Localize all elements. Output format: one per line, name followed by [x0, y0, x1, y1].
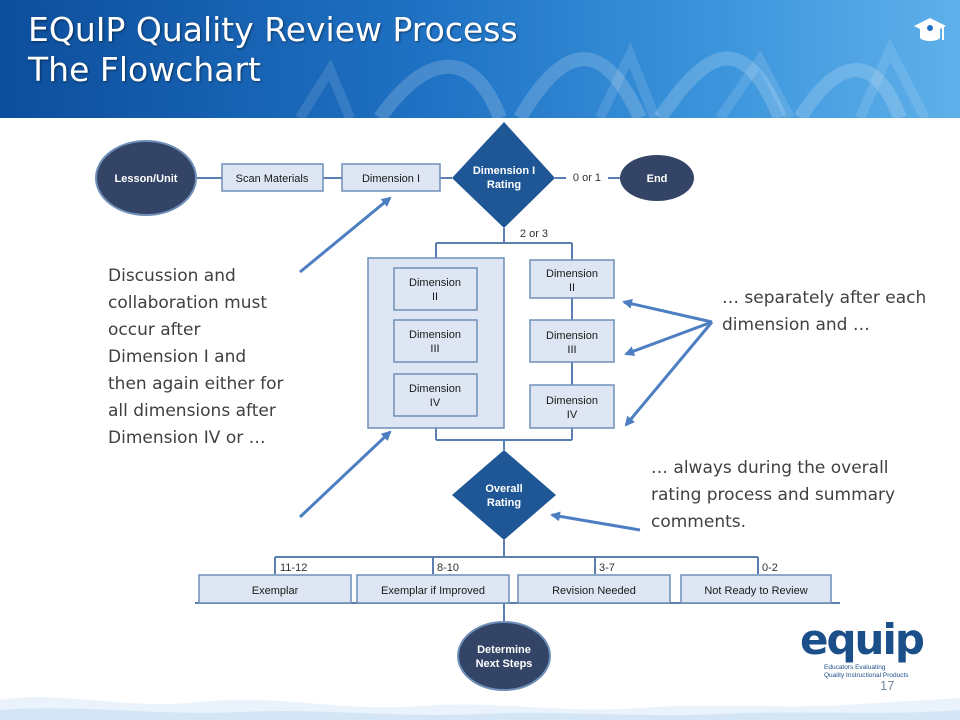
edge-label-0-or-1: 0 or 1 — [573, 172, 601, 184]
caption-bottom-line: comments. — [651, 512, 747, 532]
next-steps-line1: Determine — [477, 644, 531, 656]
slide-number: 17 — [880, 678, 895, 693]
overall-line1: Overall — [485, 483, 522, 495]
right-dimension-2-box: Dimension II — [529, 259, 615, 299]
caption-bottom-line: … always during the overall — [651, 458, 889, 478]
right-dim2-line2: II — [569, 282, 575, 294]
left-dim2-line1: Dimension — [409, 277, 461, 289]
left-dim2-line2: II — [432, 291, 438, 303]
dimension-1-box: Dimension I — [341, 163, 441, 192]
range-label-exemplar: 11-12 — [280, 562, 307, 574]
arrow-to-right-dim3 — [624, 320, 713, 356]
title-banner: EQuIP Quality Review Process The Flowcha… — [0, 0, 960, 118]
left-dimension-2-box: Dimension II — [393, 267, 478, 311]
banner-texture — [295, 38, 930, 118]
right-dimension-3-box: Dimension III — [529, 319, 615, 363]
caption-left-line: then again either for — [108, 374, 284, 394]
outcome-exemplar-box: Exemplar — [198, 574, 352, 604]
arrow-to-group-bottom — [298, 430, 392, 519]
title-line-2: The Flowchart — [28, 50, 261, 89]
arrow-to-right-dim2 — [622, 298, 713, 324]
overall-line2: Rating — [487, 497, 521, 509]
left-dim4-line1: Dimension — [409, 383, 461, 395]
edge-label-2-or-3: 2 or 3 — [520, 228, 548, 240]
right-dim3-line2: III — [567, 344, 576, 356]
right-dimension-4-box: Dimension IV — [529, 384, 615, 429]
outcome-not-ready-label: Not Ready to Review — [704, 585, 807, 597]
range-label-not-ready: 0-2 — [762, 562, 778, 574]
arrow-to-dimension-1 — [299, 196, 392, 274]
range-label-exemplar-if-improved: 8-10 — [437, 562, 459, 574]
outcome-revision-needed-label: Revision Needed — [552, 585, 636, 597]
arrow-to-overall — [550, 511, 641, 532]
title-line-1: EQuIP Quality Review Process — [28, 10, 518, 49]
caption-right-line: dimension and … — [722, 315, 870, 335]
equip-tagline-line1: Educators Evaluating — [824, 664, 886, 671]
dimension-1-rating-diamond: Dimension I Rating — [452, 122, 555, 228]
equip-logo-tagline: Educators Evaluating Quality Instruction… — [824, 664, 934, 680]
annotation-arrows — [298, 196, 714, 532]
caption-left-line: occur after — [108, 320, 201, 340]
overall-rating-diamond: Overall Rating — [452, 450, 556, 540]
left-dimension-group: Dimension II Dimension III Dimension IV — [367, 257, 505, 429]
caption-left-line: Discussion and — [108, 266, 236, 286]
equip-tagline-line2: Quality Instructional Products — [824, 672, 909, 679]
left-dim3-line2: III — [430, 343, 439, 355]
right-dim4-line2: IV — [567, 409, 578, 421]
outcome-exemplar-if-improved-label: Exemplar if Improved — [381, 585, 485, 597]
caption-right: … separately after each dimension and … — [722, 285, 957, 339]
left-dimension-4-box: Dimension IV — [393, 373, 478, 417]
outcome-exemplar-if-improved-box: Exemplar if Improved — [356, 574, 510, 604]
outcome-not-ready-box: Not Ready to Review — [680, 574, 832, 604]
equip-logo-word: equip — [800, 615, 925, 664]
right-dim3-line1: Dimension — [546, 330, 598, 342]
arrow-to-right-dim4 — [624, 321, 714, 427]
next-steps-line2: Next Steps — [476, 658, 533, 670]
start-label: Lesson/Unit — [115, 173, 178, 185]
equip-logo: equip Educators Evaluating Quality Instr… — [800, 618, 930, 680]
caption-left-line: collaboration must — [108, 293, 268, 313]
end-label: End — [647, 173, 668, 185]
outcome-revision-needed-box: Revision Needed — [517, 574, 671, 604]
caption-left-line: Dimension IV or … — [108, 428, 266, 448]
caption-bottom-line: rating process and summary — [651, 485, 896, 505]
next-steps-node: Determine Next Steps — [457, 621, 551, 691]
left-dim3-line1: Dimension — [409, 329, 461, 341]
range-label-revision-needed: 3-7 — [599, 562, 615, 574]
outcome-exemplar-label: Exemplar — [252, 585, 299, 597]
caption-left: Discussion and collaboration must occur … — [108, 263, 328, 452]
caption-left-line: Dimension I and — [108, 347, 247, 367]
end-node: End — [620, 155, 694, 201]
dim1-rating-line1: Dimension I — [473, 165, 535, 177]
caption-left-line: all dimensions after — [108, 401, 276, 421]
right-dim4-line1: Dimension — [546, 395, 598, 407]
slide-title: EQuIP Quality Review Process The Flowcha… — [28, 10, 518, 90]
caption-bottom: … always during the overall rating proce… — [651, 455, 951, 536]
graduation-cap-icon — [914, 18, 946, 41]
start-node: Lesson/Unit — [95, 140, 197, 216]
dim1-rating-line2: Rating — [487, 179, 521, 191]
left-dimension-3-box: Dimension III — [393, 319, 478, 363]
scan-materials-box: Scan Materials — [221, 163, 324, 192]
footer-decoration — [0, 697, 960, 720]
left-dim4-line2: IV — [430, 397, 441, 409]
scan-label: Scan Materials — [236, 173, 309, 185]
dimension-1-label: Dimension I — [362, 173, 420, 185]
right-dim2-line1: Dimension — [546, 268, 598, 280]
caption-right-line: … separately after each — [722, 288, 927, 308]
